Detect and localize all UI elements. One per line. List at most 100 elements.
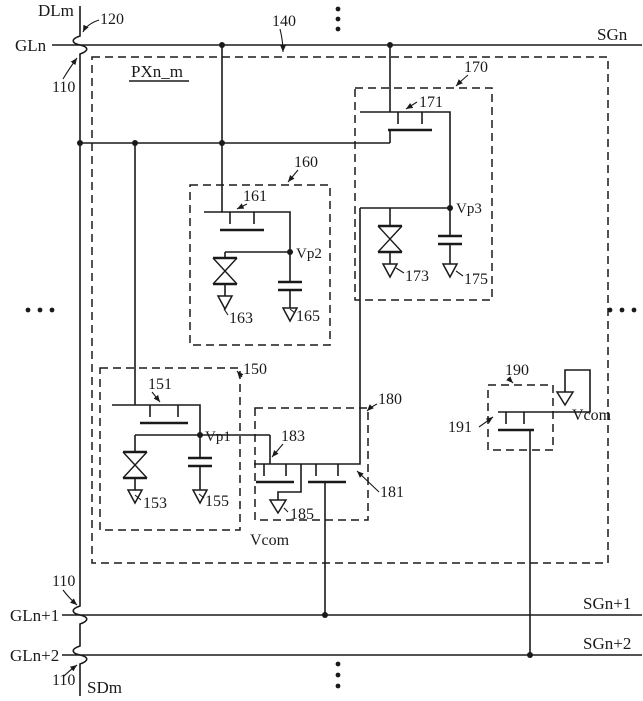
junction-dot xyxy=(387,42,393,48)
subcircuit-box-170 xyxy=(354,87,493,301)
subcircuit-box-190 xyxy=(487,384,554,451)
leader-163 xyxy=(223,308,229,316)
leader-175 xyxy=(455,270,464,277)
ref-label-170: 170 xyxy=(464,59,488,76)
leader-181 xyxy=(356,470,380,493)
reference-leaders xyxy=(62,19,514,678)
continuation-dots-top xyxy=(335,6,341,32)
leader-110-mid xyxy=(62,589,78,606)
signal-label-sdm: SDm xyxy=(87,678,122,696)
vcom-terminal-175 xyxy=(441,263,459,279)
leader-110-top xyxy=(62,57,78,80)
node-label-vcom-right: Vcom xyxy=(572,407,612,424)
vcom-terminal-185 xyxy=(268,464,302,515)
ref-label-163: 163 xyxy=(229,310,253,327)
pixel-label-pxnm: PXn_m xyxy=(131,62,183,81)
leader-191 xyxy=(478,416,494,428)
ref-label-110-bottom: 110 xyxy=(52,672,75,689)
node-label-vcom-left: Vcom xyxy=(250,532,290,549)
lc-element-173 xyxy=(377,208,403,279)
lc-element-163 xyxy=(212,252,238,311)
tft181-output-lead xyxy=(348,208,361,465)
ref-label-165: 165 xyxy=(296,308,320,325)
node-label-vp3: Vp3 xyxy=(456,201,482,217)
continuation-dots-bottom xyxy=(335,661,341,689)
leader-150 xyxy=(236,370,244,379)
signal-label-gln: GLn xyxy=(15,36,47,55)
ref-label-110-top: 110 xyxy=(52,79,75,96)
capacitor-165 xyxy=(278,252,302,323)
ref-label-173: 173 xyxy=(405,268,429,285)
ref-label-190: 190 xyxy=(505,362,529,379)
leader-153 xyxy=(134,494,142,501)
subcircuit-box-160 xyxy=(189,184,331,346)
leader-171 xyxy=(405,101,418,110)
continuation-dots-left xyxy=(25,307,55,313)
tft161-electrode-wire xyxy=(204,211,291,252)
leader-183 xyxy=(271,443,284,458)
signal-label-gln1: GLn+1 xyxy=(10,606,59,625)
tft171-electrode-wire xyxy=(360,111,451,208)
leader-161 xyxy=(236,203,248,210)
ref-label-171: 171 xyxy=(419,94,443,111)
lc-element-153 xyxy=(122,435,148,505)
leader-173 xyxy=(395,267,405,274)
leader-170 xyxy=(455,74,469,87)
vcom-terminal-153 xyxy=(126,489,144,505)
junction-dot xyxy=(132,140,138,146)
vcom-terminal-165 xyxy=(281,307,299,323)
junction-dot xyxy=(527,652,533,658)
leader-185 xyxy=(283,507,289,513)
tft-191 xyxy=(498,411,538,655)
ref-label-181: 181 xyxy=(380,484,404,501)
capacitor-175 xyxy=(438,208,462,279)
leader-151 xyxy=(151,391,161,403)
node-label-vp1: Vp1 xyxy=(205,429,231,445)
vcom-terminal-191 xyxy=(538,369,591,413)
junction-dot-vp1 xyxy=(197,432,203,438)
leader-110-bottom xyxy=(62,664,78,678)
ref-label-150: 150 xyxy=(243,361,267,378)
leader-165 xyxy=(289,308,296,314)
leader-120 xyxy=(82,19,100,33)
junction-dot-vp2 xyxy=(287,249,293,255)
ref-label-120: 120 xyxy=(100,11,124,28)
signal-label-dlm: DLm xyxy=(38,1,74,20)
ref-label-151: 151 xyxy=(148,376,172,393)
vcom-terminal-163 xyxy=(216,295,234,311)
tft-161 xyxy=(204,211,291,252)
ref-label-175: 175 xyxy=(464,271,488,288)
junction-dot xyxy=(219,140,225,146)
signal-label-sgn1: SGn+1 xyxy=(583,594,631,613)
tft-151 xyxy=(112,404,201,435)
junction-dot xyxy=(219,42,225,48)
ref-label-185: 185 xyxy=(290,506,314,523)
ref-label-161: 161 xyxy=(243,188,267,205)
leader-155 xyxy=(198,493,205,499)
signal-label-gln2: GLn+2 xyxy=(10,646,59,665)
ref-label-191: 191 xyxy=(448,419,472,436)
ref-label-160: 160 xyxy=(294,154,318,171)
continuation-dots-right xyxy=(607,307,637,313)
junction-dot xyxy=(322,612,328,618)
leader-190 xyxy=(506,376,514,384)
junction-dot xyxy=(77,140,83,146)
data-line-dlm xyxy=(72,6,88,696)
node-label-vp2: Vp2 xyxy=(296,246,322,262)
tft151-electrode-wire xyxy=(112,404,201,435)
junction-dot-vp3 xyxy=(447,205,453,211)
ref-label-140: 140 xyxy=(272,13,296,30)
leader-180 xyxy=(366,403,378,412)
junction-dots xyxy=(77,42,533,658)
leader-160 xyxy=(287,169,299,183)
tft-171 xyxy=(360,111,451,208)
ref-label-180: 180 xyxy=(378,391,402,408)
vcom-terminal-155 xyxy=(191,489,209,505)
vcom-terminal-173 xyxy=(381,263,399,279)
signal-label-sgn2: SGn+2 xyxy=(583,634,631,653)
leader-140 xyxy=(279,28,286,53)
capacitor-155 xyxy=(188,435,212,505)
signal-label-sgn: SGn xyxy=(597,25,628,44)
